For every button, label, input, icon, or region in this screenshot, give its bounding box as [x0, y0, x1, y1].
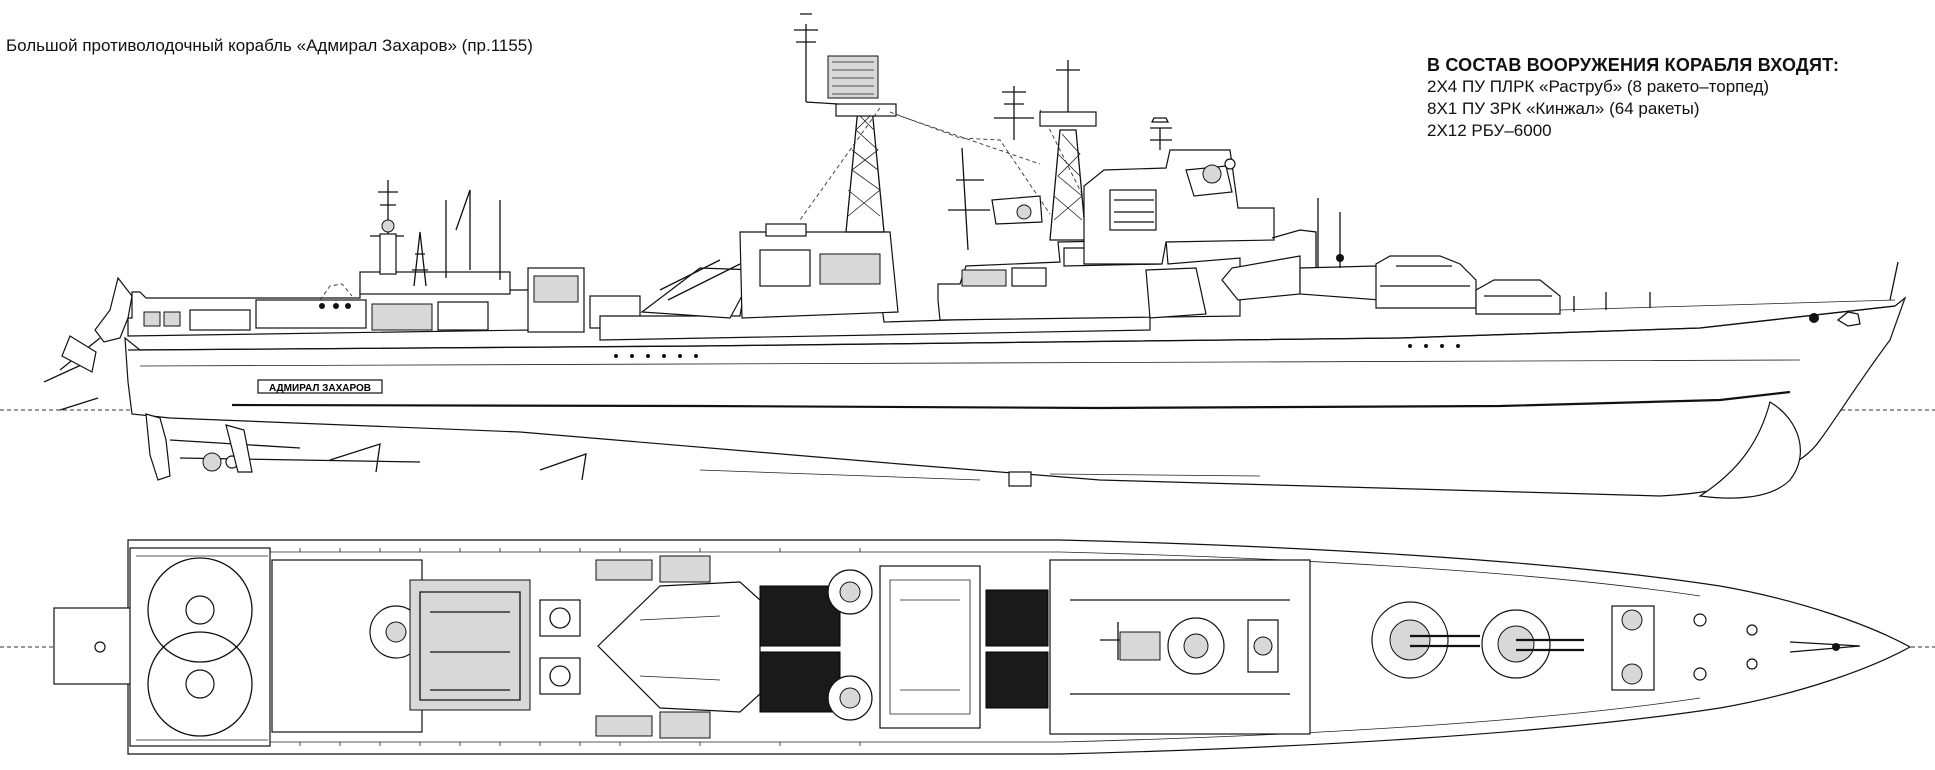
portholes	[614, 344, 1460, 358]
air-search-radar-icon	[827, 55, 879, 99]
deck-plan-view	[0, 539, 1935, 755]
deck-hull-outline	[127, 539, 1912, 755]
stern-crane	[94, 276, 133, 343]
forward-mast	[994, 60, 1097, 241]
armament-item-rastrub: 2Х4 ПУ ПЛРК «Раструб» (8 ракето–торпед)	[1427, 77, 1770, 96]
hull-name-plate	[257, 379, 383, 394]
boot-topping	[231, 390, 1791, 410]
strake-line	[139, 359, 1801, 367]
hangar-circle-port	[147, 557, 253, 663]
rastrub-launcher-port	[640, 267, 757, 319]
drawing-title: Большой противолодочный корабль «Адмирал…	[6, 36, 533, 55]
helicopter-pad	[129, 547, 271, 747]
forward-gun-turret-a	[1375, 255, 1477, 309]
main-mast	[794, 13, 897, 233]
hangar-circle-starboard	[147, 631, 253, 737]
anchor-chain-icon	[1832, 643, 1840, 651]
armament-heading: В СОСТАВ ВООРУЖЕНИЯ КОРАБЛЯ ВХОДЯТ:	[1427, 55, 1840, 75]
forward-gun-turret-b	[1475, 279, 1561, 315]
propeller-icon	[202, 452, 222, 472]
deck-railing	[299, 548, 861, 746]
bow-jackstaff	[1889, 261, 1899, 301]
red-star-emblem	[1809, 313, 1819, 323]
midship-hexagon	[597, 581, 761, 713]
stern-gear	[145, 413, 1261, 487]
armament-panel: В СОСТАВ ВООРУЖЕНИЯ КОРАБЛЯ ВХОДЯТ: 2Х4 …	[1427, 54, 1927, 142]
rigging-lines	[799, 107, 1101, 231]
deck-line	[127, 305, 1896, 351]
aft-launcher-box	[143, 311, 161, 327]
hull-name-label: АДМИРАЛ ЗАХАРОВ	[269, 383, 371, 394]
armament-item-kinzhal: 8Х1 ПУ ЗРК «Кинжал» (64 ракеты)	[1427, 99, 1700, 118]
rbu-launcher-port-icon	[1621, 609, 1643, 631]
hangar	[359, 271, 511, 295]
fire-control-dish-icon	[1202, 164, 1222, 184]
armament-item-rbu: 2Х12 РБУ–6000	[1427, 121, 1552, 140]
rbu-launcher-starboard-icon	[1621, 663, 1643, 685]
side-elevation-view: АДМИРАЛ ЗАХАРОВ	[0, 13, 1935, 499]
kinzhal-launcher-bays	[759, 585, 1049, 713]
helicopter-tail	[61, 335, 97, 373]
radar-dish-icon	[381, 219, 395, 233]
sonar-dome	[1698, 401, 1801, 499]
funnel-area	[879, 565, 981, 729]
aft-mast	[370, 180, 404, 258]
